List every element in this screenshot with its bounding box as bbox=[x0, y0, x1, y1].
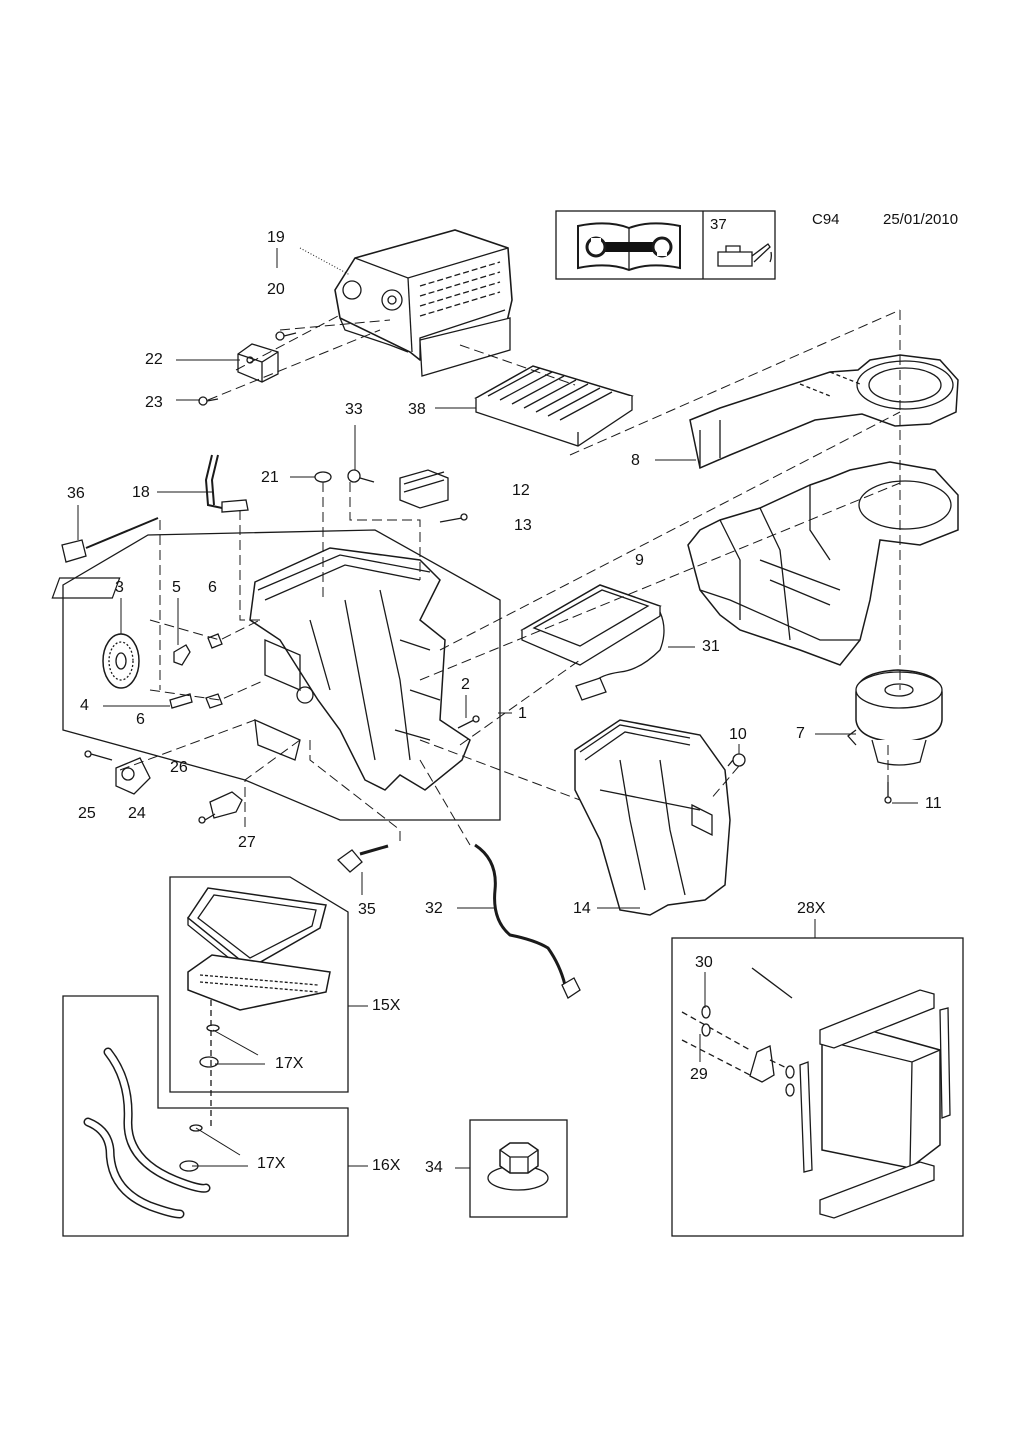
part-16x-pipes bbox=[83, 1047, 211, 1219]
callout-34: 34 bbox=[425, 1159, 443, 1176]
callout-31: 31 bbox=[702, 638, 720, 655]
page-code: C94 bbox=[812, 211, 840, 228]
callout-26: 26 bbox=[170, 759, 188, 776]
part-23-screw bbox=[198, 396, 219, 406]
oil-can-icon bbox=[717, 243, 772, 267]
callout-35: 35 bbox=[358, 901, 376, 918]
callout-14: 14 bbox=[573, 900, 591, 917]
part-28x-evaporator bbox=[681, 967, 951, 1219]
part-36-connector bbox=[61, 517, 159, 563]
callout-23: 23 bbox=[145, 394, 163, 411]
part-24-actuator bbox=[115, 757, 151, 795]
part-7-blower-motor bbox=[847, 669, 943, 766]
callout-21: 21 bbox=[261, 469, 279, 486]
callout-29: 29 bbox=[690, 1066, 708, 1083]
callout-1: 1 bbox=[518, 705, 527, 722]
callout-28x: 28X bbox=[797, 900, 826, 917]
part-34-nut bbox=[487, 1142, 549, 1191]
callout-7: 7 bbox=[796, 725, 805, 742]
reference-box bbox=[555, 210, 776, 280]
callout-32: 32 bbox=[425, 900, 443, 917]
part-18-pipe bbox=[204, 454, 249, 513]
callout-17x-upper: 17X bbox=[275, 1055, 304, 1072]
callout-6-lower: 6 bbox=[136, 711, 145, 728]
part-1-group-frame bbox=[62, 529, 501, 821]
part-35-sensor bbox=[336, 844, 389, 873]
part-4-pin bbox=[169, 693, 193, 709]
callout-17x-lower: 17X bbox=[257, 1155, 286, 1172]
part-31-evaporator bbox=[520, 584, 665, 701]
part-16x-group-frame bbox=[62, 995, 349, 1237]
part-22-actuator bbox=[237, 343, 279, 383]
part-28x-frame bbox=[671, 937, 964, 1237]
part-20-screw bbox=[275, 331, 297, 341]
part-27-screw bbox=[198, 813, 216, 824]
part-21-nut bbox=[314, 471, 332, 483]
part-3-gear bbox=[102, 633, 140, 689]
part-9-blower-housing bbox=[687, 461, 959, 666]
part-5-lever bbox=[173, 644, 191, 666]
part-15x-heater-core bbox=[186, 887, 331, 1011]
part-38-filter bbox=[474, 365, 634, 447]
part-17x-seal-a bbox=[199, 1000, 220, 1130]
manual-wrench-icon bbox=[577, 222, 681, 272]
part-15x-group-frame bbox=[169, 876, 349, 1093]
part-8-duct bbox=[689, 354, 959, 470]
note-ref-label: 37 bbox=[710, 216, 727, 233]
callout-27: 27 bbox=[238, 834, 256, 851]
callout-30: 30 bbox=[695, 954, 713, 971]
callout-18: 18 bbox=[132, 484, 150, 501]
callout-2: 2 bbox=[461, 676, 470, 693]
callout-5: 5 bbox=[172, 579, 181, 596]
callout-36: 36 bbox=[67, 485, 85, 502]
callout-16x: 16X bbox=[372, 1157, 401, 1174]
part-32-hose bbox=[474, 843, 581, 999]
part-11-screw bbox=[884, 782, 892, 804]
callout-19: 19 bbox=[267, 229, 285, 246]
assembly-lines bbox=[119, 309, 901, 846]
part-33-bolt bbox=[347, 469, 375, 483]
part-1-main-housing bbox=[51, 547, 471, 791]
page-date: 25/01/2010 bbox=[883, 211, 959, 228]
part-13-screw bbox=[439, 513, 468, 523]
callout-4: 4 bbox=[80, 697, 89, 714]
callout-10: 10 bbox=[729, 726, 747, 743]
callout-38: 38 bbox=[408, 401, 426, 418]
callout-12: 12 bbox=[512, 482, 530, 499]
part-12-resistor bbox=[399, 469, 449, 509]
callout-3: 3 bbox=[115, 579, 124, 596]
part-2-screw bbox=[457, 715, 480, 729]
part-19-housing bbox=[334, 229, 513, 377]
part-14-housing bbox=[574, 719, 731, 916]
callout-20: 20 bbox=[267, 281, 285, 298]
callout-8: 8 bbox=[631, 452, 640, 469]
callout-25: 25 bbox=[78, 805, 96, 822]
callout-22: 22 bbox=[145, 351, 163, 368]
part-6-clip-b bbox=[205, 693, 223, 709]
part-10-clip bbox=[727, 753, 746, 767]
callout-6-upper: 6 bbox=[208, 579, 217, 596]
callout-13: 13 bbox=[514, 517, 532, 534]
callout-15x: 15X bbox=[372, 997, 401, 1014]
callout-9: 9 bbox=[635, 552, 644, 569]
part-25-screw bbox=[84, 750, 113, 761]
callout-24: 24 bbox=[128, 805, 146, 822]
part-6-clip-a bbox=[207, 633, 223, 649]
callout-33: 33 bbox=[345, 401, 363, 418]
callout-11: 11 bbox=[925, 795, 942, 812]
leader-lines bbox=[77, 247, 918, 1169]
